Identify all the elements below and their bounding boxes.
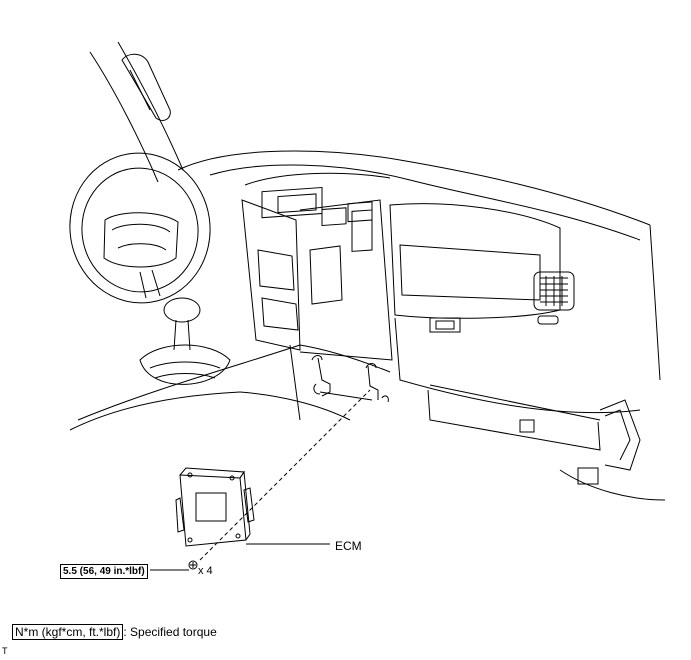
lower-dash: [69, 344, 351, 431]
center-console: [241, 186, 393, 361]
torque-legend: N*m (kgf*cm, ft.*lbf): Specified torque: [12, 624, 217, 640]
ecm-label: ECM: [335, 539, 362, 553]
installation-leader-line: [199, 389, 371, 561]
torque-callout: 5.5 (56, 49 in.*lbf): [60, 564, 148, 579]
bolt-icon: [150, 560, 198, 571]
steering-wheel: [69, 152, 211, 304]
air-vent: [533, 271, 575, 325]
ecm-unit: [175, 467, 330, 547]
glove-box: [389, 203, 641, 451]
mounting-brackets: [311, 355, 389, 403]
legend-unit-box: N*m (kgf*cm, ft.*lbf): [12, 624, 124, 640]
bolt-quantity: x 4: [198, 565, 213, 577]
shift-lever: [139, 297, 231, 385]
corner-code: T: [2, 646, 8, 656]
legend-description: : Specified torque: [123, 625, 217, 639]
side-panel: [559, 399, 666, 501]
a-pillar: [89, 41, 184, 183]
